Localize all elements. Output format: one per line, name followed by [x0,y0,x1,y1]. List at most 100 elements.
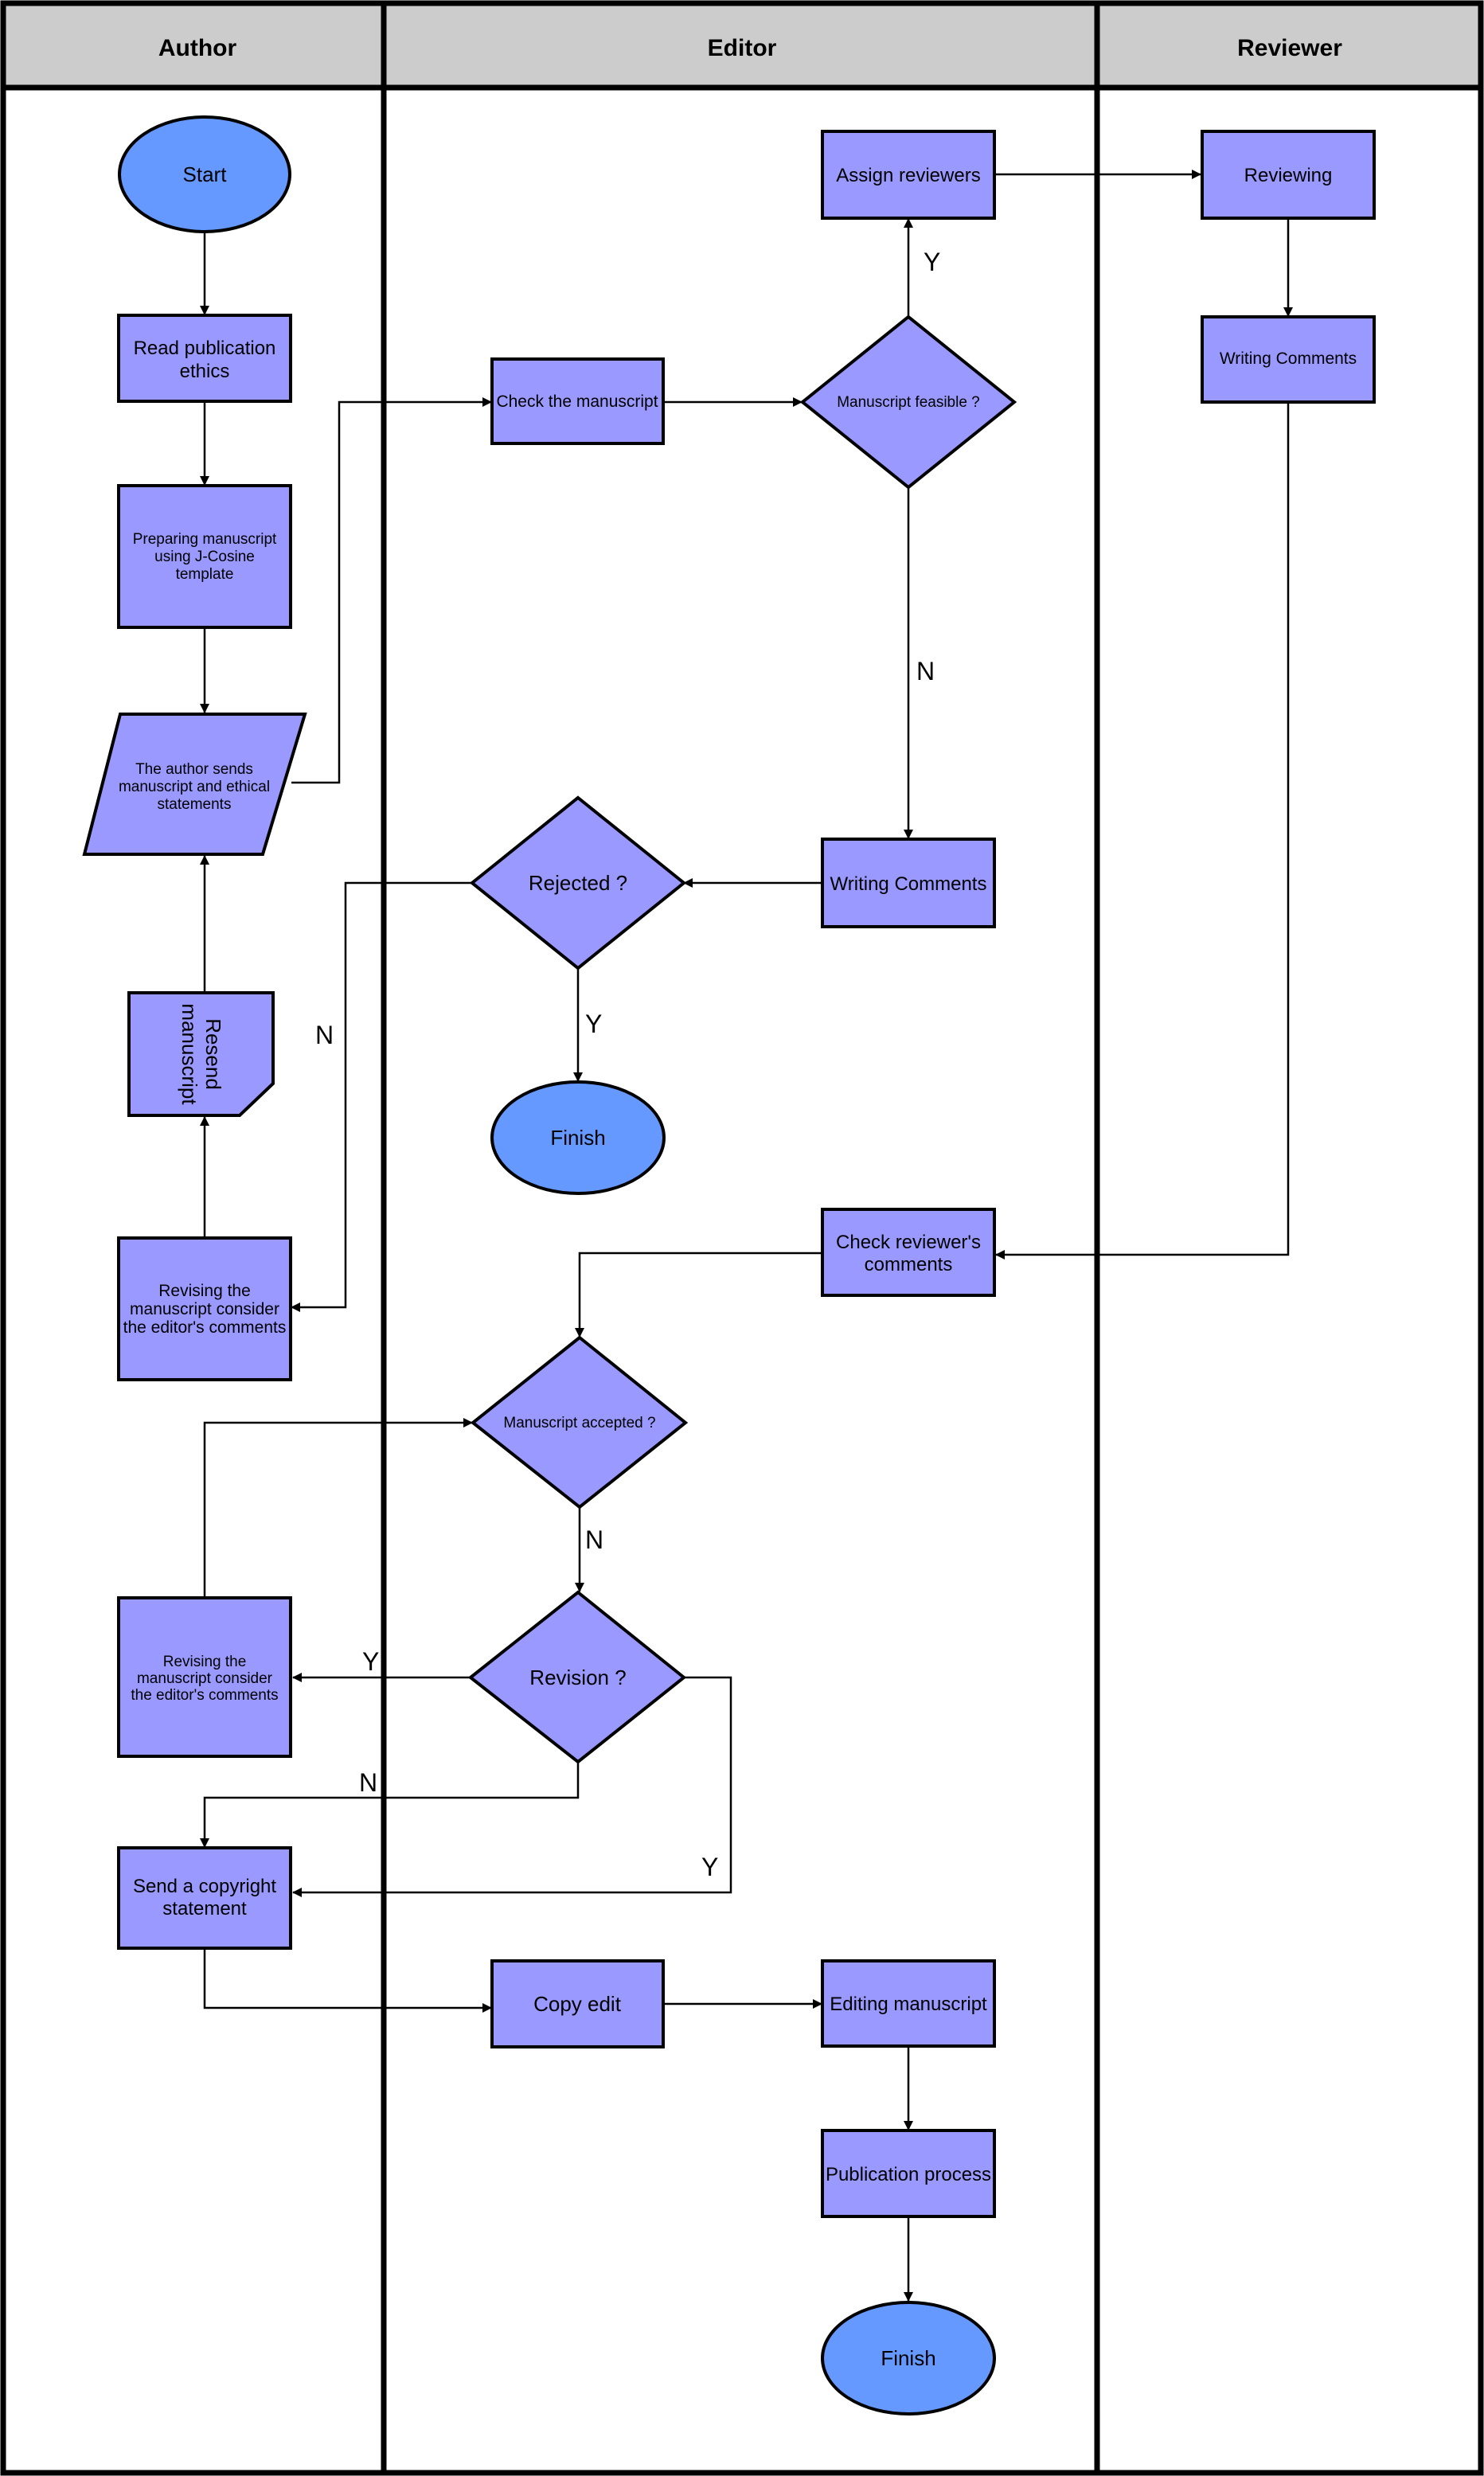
edge-label-revision-yes-right: Y [701,1853,718,1881]
node-reviewer-writing-comments-label: Writing Comments [1220,350,1357,368]
node-copy-edit: Copy edit [490,1959,665,2048]
node-manuscript-feasible-label: Manuscript feasible ? [837,394,980,411]
node-editor-writing-comments: Writing Comments [821,838,996,928]
process-shape [117,1236,292,1381]
node-revising-2-line-3: the editor's comments [131,1687,278,1704]
decision-shape [469,795,687,970]
node-copyright-line-2: statement [162,1898,247,1919]
node-publication-process: Publication process [821,2129,996,2218]
node-assign-reviewers-label: Assign reviewers [836,165,980,186]
process-shape [490,357,665,445]
process-shape [1201,130,1376,220]
lane-title-author: Author [158,35,237,61]
node-revising-manuscript-2: Revising the manuscript consider the edi… [117,1596,292,1758]
lane-header-reviewer: Reviewer [1237,35,1342,61]
node-author-sends-line-1: The author sends [135,761,253,778]
edge-revision-yes-to-copyright [292,1676,732,1897]
process-shape [821,130,996,220]
node-check-manuscript: Check the manuscript [490,357,665,445]
node-resend-line-2: manuscript [178,1003,201,1105]
node-revising-1-line-1: Revising the [158,1282,251,1300]
node-read-ethics-line-2: ethics [180,361,230,382]
node-rejected-label: Rejected ? [529,871,627,895]
edge-revision-no-to-copyright [200,1762,580,1848]
card-shape [127,991,275,1117]
node-resend-manuscript: Resend manuscript [127,991,275,1117]
node-revision-label: Revision ? [529,1666,626,1689]
data-io-shape [82,713,307,856]
terminal-shape [118,115,291,233]
edge-label-feasible-no: N [916,657,935,685]
edge-label-revision-yes-left: Y [362,1647,379,1676]
node-revising-manuscript-1: Revising the manuscript consider the edi… [117,1236,292,1381]
node-preparing-manuscript: Preparing manuscript using J-Cosine temp… [117,484,292,629]
decision-shape [467,1590,687,1764]
node-prepare-line-3: template [176,566,234,583]
node-check-manuscript-label: Check the manuscript [496,392,658,411]
decision-shape [470,1335,689,1509]
process-shape [821,2129,996,2218]
process-shape [117,484,292,629]
node-revising-2-line-2: manuscript consider [137,1670,273,1687]
node-read-publication-ethics: Read publication ethics [117,314,292,403]
edge-check-reviewer-to-accepted [575,1252,822,1338]
node-revising-1-line-2: manuscript consider [130,1300,279,1318]
node-author-sends-line-2: manuscript and ethical [119,779,270,795]
node-finish-published: Finish [821,2301,996,2415]
edge-label-rejected-no: N [315,1021,334,1049]
node-read-ethics-line-1: Read publication [134,338,276,359]
process-shape [1201,315,1376,404]
edge-copyright-to-copy-edit [203,1949,492,2013]
node-check-reviewer-line-2: comments [865,1254,953,1275]
node-send-copyright-statement: Send a copyright statement [117,1846,292,1950]
node-reviewing: Reviewing [1201,130,1376,220]
node-check-reviewer-comments: Check reviewer's comments [821,1208,996,1297]
node-publication-process-label: Publication process [826,2164,991,2185]
edge-revising-2-to-accepted [203,1418,473,1597]
node-copy-edit-label: Copy edit [533,1992,622,2016]
lane-title-editor: Editor [708,35,777,61]
node-revising-1-line-3: the editor's comments [123,1318,287,1337]
process-shape [117,314,292,403]
edge-labels: Y N Y N N Y N Y [315,248,940,1881]
node-editing-manuscript-label: Editing manuscript [830,1994,987,2015]
edge-label-accepted-no: N [585,1525,603,1554]
node-author-sends-line-3: statements [158,796,232,813]
lane-title-reviewer: Reviewer [1237,35,1342,61]
node-start: Start [118,115,291,233]
node-check-reviewer-line-1: Check reviewer's [836,1232,981,1253]
node-resend-line-1: Resend [201,1018,225,1090]
node-reviewing-label: Reviewing [1244,165,1333,186]
process-shape [821,1208,996,1297]
node-prepare-line-2: using J-Cosine [154,549,255,565]
node-copyright-line-1: Send a copyright [133,1876,276,1897]
node-editor-writing-comments-label: Writing Comments [830,873,987,895]
node-start-label: Start [183,162,228,186]
edge-label-rejected-yes: Y [585,1010,602,1038]
node-manuscript-accepted: Manuscript accepted ? [470,1335,689,1509]
lane-header-editor: Editor [708,35,777,61]
edge-label-revision-no: N [359,1768,377,1797]
edge-label-feasible-yes: Y [924,248,940,276]
lane-header-author: Author [158,35,237,61]
node-manuscript-accepted-label: Manuscript accepted ? [503,1415,655,1431]
process-shape [821,838,996,928]
node-revision: Revision ? [467,1590,687,1764]
process-shape [490,1959,665,2048]
edge-rejected-no-to-revising-1 [291,881,472,1312]
node-revising-2-line-1: Revising the [163,1654,247,1670]
node-prepare-line-1: Preparing manuscript [133,531,277,548]
node-finish-1-label: Finish [550,1126,605,1150]
node-finish-rejected: Finish [490,1080,666,1195]
process-shape [821,1959,996,2048]
node-author-sends-manuscript: The author sends manuscript and ethical … [82,713,307,856]
edge-reviewer-comments-to-check-reviewer [995,402,1290,1259]
process-shape [117,1846,292,1950]
process-shape [117,1596,292,1758]
edges [200,170,1293,2302]
terminal-shape [490,1080,666,1195]
lane-header-background [3,3,1481,88]
decision-shape [799,314,1017,490]
